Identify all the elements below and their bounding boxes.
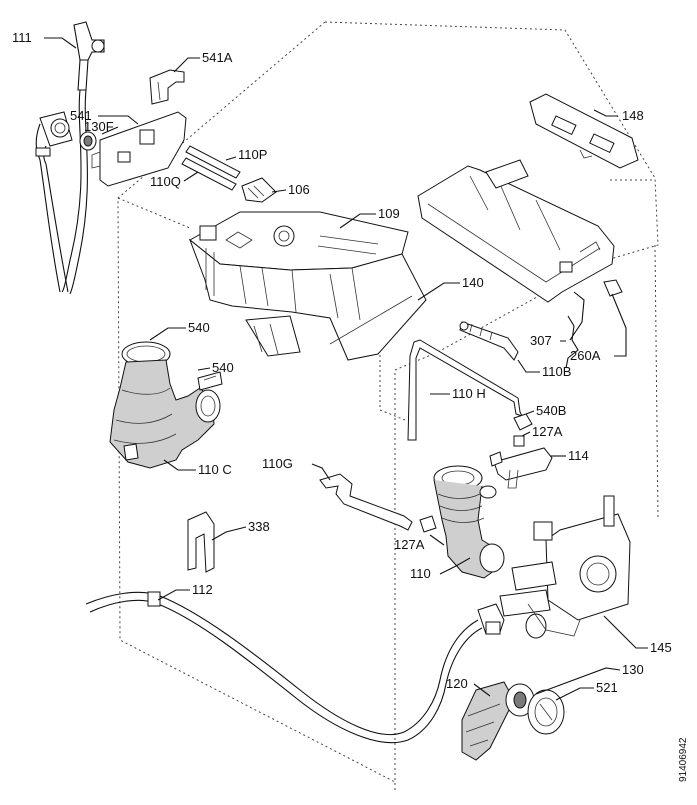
label-120: 120 <box>446 676 468 691</box>
label-110H: 110 H <box>452 386 486 401</box>
label-110Q: 110Q <box>150 174 181 189</box>
label-110P: 110P <box>238 147 267 162</box>
label-541: 541 <box>70 108 92 123</box>
leader-lines <box>44 37 648 701</box>
part-114-pressure-switch <box>489 447 553 489</box>
part-110B-hose <box>459 321 519 361</box>
label-540B: 540B <box>536 403 566 418</box>
label-541A: 541A <box>202 50 233 65</box>
part-120-filter <box>461 681 515 761</box>
label-109: 109 <box>378 206 400 221</box>
label-127A-bottom: 127A <box>394 537 425 552</box>
label-111: 111 <box>12 30 32 45</box>
label-130: 130 <box>622 662 644 677</box>
cabinet-outline <box>117 21 659 790</box>
part-140-seal <box>329 295 413 345</box>
part-112-drain-hose <box>85 591 505 744</box>
label-127A-top: 127A <box>532 424 563 439</box>
label-145: 145 <box>650 640 672 655</box>
label-106: 106 <box>288 182 310 197</box>
part-110C-sump-hose <box>109 359 221 469</box>
part-145-drain-pump <box>499 495 631 639</box>
part-540-clamp-side <box>197 371 223 391</box>
part-130F-ring <box>79 131 97 151</box>
part-110-bellows <box>433 465 505 579</box>
label-260A: 260A <box>570 348 601 363</box>
part-338-clip <box>187 511 215 573</box>
part-130-seal <box>505 683 535 717</box>
label-130F: 130F <box>84 119 114 134</box>
label-521: 521 <box>596 680 618 695</box>
part-127A-valve-top <box>513 435 525 447</box>
label-540-top: 540 <box>188 320 210 335</box>
part-109-dispenser-housing <box>188 211 427 361</box>
part-541A-clip <box>149 69 185 105</box>
label-338: 338 <box>248 519 270 534</box>
part-148-handle <box>529 93 639 169</box>
part-540B-clip <box>513 413 533 431</box>
label-110C: 110 C <box>198 462 232 477</box>
label-140: 140 <box>462 275 484 290</box>
part-111-inlet-hose <box>35 21 105 295</box>
label-110B: 110B <box>542 364 571 379</box>
part-521-cap <box>527 689 565 735</box>
label-148: 148 <box>622 108 644 123</box>
part-541-plate <box>91 111 187 187</box>
part-260A-cap <box>603 279 623 297</box>
drawing-code: 91406942 <box>678 737 689 782</box>
part-110P-110Q-hoses <box>181 145 241 191</box>
label-114: 114 <box>568 448 589 463</box>
label-307: 307 <box>530 333 552 348</box>
label-112: 112 <box>192 582 213 597</box>
label-540-side: 540 <box>212 360 234 375</box>
part-110G-hose <box>319 473 437 533</box>
label-110: 110 <box>410 566 431 581</box>
label-110G: 110G <box>262 456 293 471</box>
part-labels: 111 541A 541 130F 148 110P 110Q 106 109 … <box>12 30 689 782</box>
part-106-connector <box>241 177 277 203</box>
part-307-detergent-drawer <box>417 159 615 303</box>
